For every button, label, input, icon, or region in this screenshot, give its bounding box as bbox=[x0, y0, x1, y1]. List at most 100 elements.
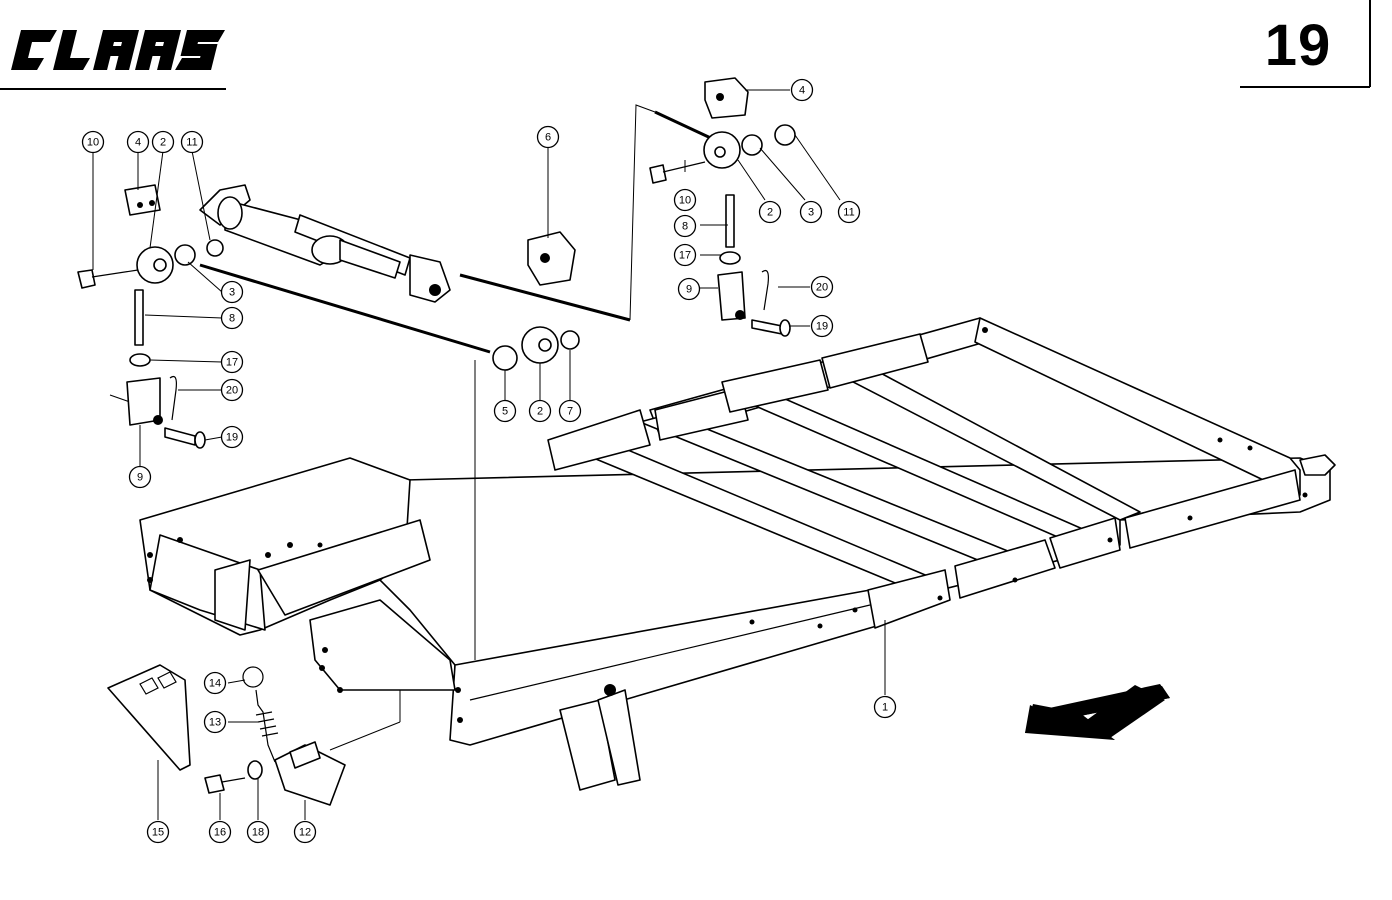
callout-circle bbox=[128, 465, 152, 489]
callout-label: 2 bbox=[160, 137, 166, 149]
callout-circle bbox=[220, 280, 244, 304]
callout-c10a: 10 bbox=[81, 130, 105, 154]
loose-parts bbox=[107, 664, 346, 806]
frame-rules bbox=[0, 0, 1371, 90]
callout-c17a: 17 bbox=[220, 350, 244, 374]
middle-hardware-stack bbox=[492, 231, 580, 371]
callout-c20a: 20 bbox=[220, 378, 244, 402]
callout-c15: 15 bbox=[146, 820, 170, 844]
left-hardware-stack bbox=[77, 184, 224, 449]
callout-circle bbox=[810, 275, 834, 299]
callout-label: 17 bbox=[679, 250, 691, 262]
callout-label: 20 bbox=[816, 282, 828, 294]
callout-circle bbox=[180, 130, 204, 154]
callout-circle bbox=[203, 710, 227, 734]
callout-c19a: 19 bbox=[220, 425, 244, 449]
cables bbox=[109, 104, 716, 751]
callout-c11a: 11 bbox=[180, 130, 204, 154]
callout-circle bbox=[208, 820, 232, 844]
callout-label: 3 bbox=[808, 207, 814, 219]
callout-label: 11 bbox=[843, 207, 854, 219]
callout-circle bbox=[536, 125, 560, 149]
callout-circle bbox=[203, 671, 227, 695]
callout-circle bbox=[151, 130, 175, 154]
callout-c8b: 8 bbox=[673, 214, 697, 238]
right-hardware-stack bbox=[649, 77, 796, 337]
callout-leaders bbox=[92, 89, 886, 820]
callout-c16: 16 bbox=[208, 820, 232, 844]
callout-c6: 6 bbox=[536, 125, 560, 149]
callout-circle bbox=[673, 243, 697, 267]
callout-label: 3 bbox=[229, 287, 235, 299]
callout-label: 1 bbox=[882, 702, 888, 714]
callout-circle bbox=[246, 820, 270, 844]
callout-label: 10 bbox=[679, 195, 691, 207]
callout-label: 8 bbox=[682, 221, 688, 233]
callout-c8a: 8 bbox=[220, 306, 244, 330]
callout-label: 9 bbox=[686, 284, 692, 296]
callout-c3a: 3 bbox=[220, 280, 244, 304]
callout-circle bbox=[673, 188, 697, 212]
callout-circle bbox=[558, 399, 582, 423]
callout-label: 4 bbox=[135, 137, 141, 149]
callout-circle bbox=[673, 214, 697, 238]
page-number: 19 bbox=[1264, 13, 1332, 78]
callout-label: 19 bbox=[226, 432, 238, 444]
callout-circle bbox=[493, 399, 517, 423]
callout-label: 11 bbox=[186, 137, 197, 149]
callout-label: 4 bbox=[799, 85, 805, 97]
callout-circle bbox=[837, 200, 861, 224]
callout-circle bbox=[677, 277, 701, 301]
callout-c3b: 3 bbox=[799, 200, 823, 224]
callout-c4b: 4 bbox=[790, 78, 814, 102]
callout-c19b: 19 bbox=[810, 314, 834, 338]
callout-label: 10 bbox=[87, 137, 99, 149]
callout-c1: 1 bbox=[873, 695, 897, 719]
arrow-left-down-icon bbox=[1025, 684, 1170, 740]
callout-c5: 5 bbox=[493, 399, 517, 423]
callout-circle bbox=[790, 78, 814, 102]
callout-circle bbox=[220, 425, 244, 449]
callout-label: 19 bbox=[816, 321, 828, 333]
callout-circle bbox=[220, 350, 244, 374]
callout-c20b: 20 bbox=[810, 275, 834, 299]
callout-c10b: 10 bbox=[673, 188, 697, 212]
callout-label: 17 bbox=[226, 357, 238, 369]
claas-logo bbox=[11, 30, 226, 70]
callout-label: 5 bbox=[502, 406, 508, 418]
callout-label: 6 bbox=[545, 132, 551, 144]
callout-c2b: 2 bbox=[528, 399, 552, 423]
callout-circle bbox=[146, 820, 170, 844]
callout-c11b: 11 bbox=[837, 200, 861, 224]
chassis-frame bbox=[139, 317, 1336, 791]
callout-circle bbox=[873, 695, 897, 719]
callout-label: 2 bbox=[767, 207, 773, 219]
callout-c13: 13 bbox=[203, 710, 227, 734]
callout-circle bbox=[220, 306, 244, 330]
callout-circle bbox=[810, 314, 834, 338]
callout-c14: 14 bbox=[203, 671, 227, 695]
callout-c9a: 9 bbox=[128, 465, 152, 489]
callout-circle bbox=[528, 399, 552, 423]
callout-label: 2 bbox=[537, 406, 543, 418]
callout-label: 20 bbox=[226, 385, 238, 397]
callout-circle bbox=[126, 130, 150, 154]
callout-c9b: 9 bbox=[677, 277, 701, 301]
callout-c12: 12 bbox=[293, 820, 317, 844]
callout-c2c: 2 bbox=[758, 200, 782, 224]
callout-c4a: 4 bbox=[126, 130, 150, 154]
callout-label: 16 bbox=[214, 827, 226, 839]
callout-c2a: 2 bbox=[151, 130, 175, 154]
callout-c17b: 17 bbox=[673, 243, 697, 267]
callout-c18: 18 bbox=[246, 820, 270, 844]
callout-circle bbox=[758, 200, 782, 224]
callout-label: 13 bbox=[209, 717, 221, 729]
callout-label: 9 bbox=[137, 472, 143, 484]
callout-layer: 10 4 2 11 3 8 17 20 19 9 6 5 2 7 4 10 2 3 11 8 17 9 20 19 1 14 13 1… bbox=[81, 78, 897, 844]
callout-c7: 7 bbox=[558, 399, 582, 423]
hydraulic-cylinder bbox=[199, 184, 451, 303]
callout-label: 12 bbox=[299, 827, 311, 839]
callout-circle bbox=[220, 378, 244, 402]
